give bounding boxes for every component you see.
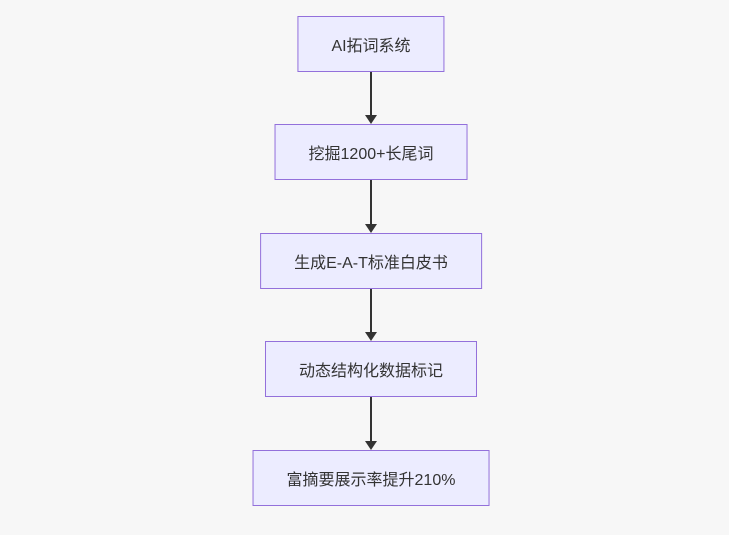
flow-node-label: 生成E-A-T标准白皮书 (294, 255, 448, 272)
flow-arrow-3 (365, 289, 377, 341)
arrow-line (370, 289, 372, 332)
flow-node-label: 动态结构化数据标记 (298, 363, 444, 380)
flow-node-structured-data-markup: 动态结构化数据标记 (264, 341, 478, 397)
flow-node-label: 富摘要展示率提升210% (286, 472, 456, 489)
arrow-head-icon (365, 332, 377, 341)
flow-node-ai-word-system: AI拓词系统 (297, 16, 445, 72)
flow-node-mine-longtail-words: 挖掘1200+长尾词 (274, 124, 468, 180)
flow-arrow-4 (365, 397, 377, 450)
arrow-line (370, 397, 372, 441)
arrow-line (370, 180, 372, 224)
flow-node-rich-snippet-result: 富摘要展示率提升210% (252, 450, 490, 506)
arrow-head-icon (365, 224, 377, 233)
arrow-head-icon (365, 441, 377, 450)
flow-arrow-2 (365, 180, 377, 233)
flow-node-eat-whitepaper: 生成E-A-T标准白皮书 (260, 233, 482, 289)
arrow-head-icon (365, 115, 377, 124)
flow-node-label: AI拓词系统 (331, 38, 411, 55)
flow-arrow-1 (365, 72, 377, 124)
flow-node-label: 挖掘1200+长尾词 (308, 146, 434, 163)
arrow-line (370, 72, 372, 115)
